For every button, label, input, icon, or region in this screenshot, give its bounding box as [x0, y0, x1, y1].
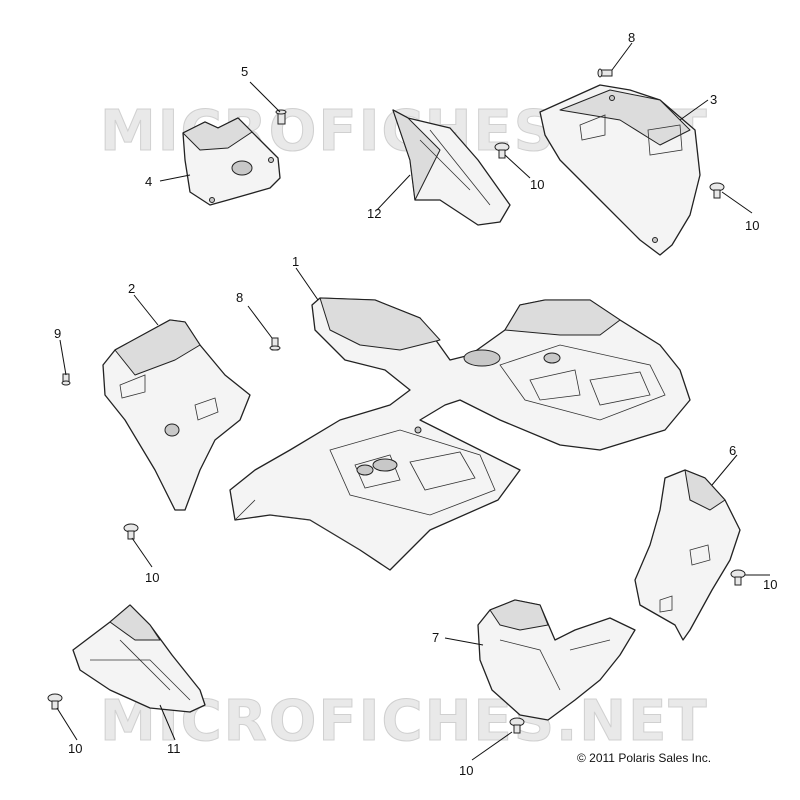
rivet-10-top-center: [494, 142, 510, 159]
rivet-10-right: [730, 569, 746, 586]
part-3-side-panel: [539, 84, 701, 256]
part-1-main-body: [229, 297, 691, 571]
callout-9: 9: [54, 326, 61, 341]
part-11-lower-panel: [72, 604, 206, 713]
callout-10-left: 10: [145, 570, 159, 585]
callout-10-right: 10: [763, 577, 777, 592]
callout-10-top-right: 10: [745, 218, 759, 233]
callout-12: 12: [367, 206, 381, 221]
callout-1: 1: [292, 254, 299, 269]
rivet-10-left: [123, 523, 139, 540]
fastener-8-top: [597, 68, 613, 78]
copyright-text: © 2011 Polaris Sales Inc.: [577, 751, 711, 765]
callout-3: 3: [710, 92, 717, 107]
callout-10-bottom-center: 10: [459, 763, 473, 778]
rivet-10-bottom-left: [47, 693, 63, 710]
part-12-panel: [392, 109, 511, 226]
part-4-cover: [182, 117, 281, 206]
callout-10-bottom-left: 10: [68, 741, 82, 756]
fastener-9: [61, 373, 71, 386]
part-7-lower-panel: [477, 599, 636, 721]
callout-2: 2: [128, 281, 135, 296]
callout-10-top-center: 10: [530, 177, 544, 192]
callout-8-left: 8: [236, 290, 243, 305]
callout-7: 7: [432, 630, 439, 645]
callout-11: 11: [167, 741, 181, 756]
part-6-side-panel: [634, 469, 741, 641]
leader-lines: [56, 42, 770, 761]
rivet-10-top-right: [709, 182, 725, 199]
callout-6: 6: [729, 443, 736, 458]
fastener-8-left: [269, 337, 281, 351]
fastener-5: [275, 109, 287, 125]
callout-8-top: 8: [628, 30, 635, 45]
callout-4: 4: [145, 174, 152, 189]
part-2-side-panel: [102, 319, 251, 511]
rivet-10-bottom-center: [509, 717, 525, 734]
callout-5: 5: [241, 64, 248, 79]
